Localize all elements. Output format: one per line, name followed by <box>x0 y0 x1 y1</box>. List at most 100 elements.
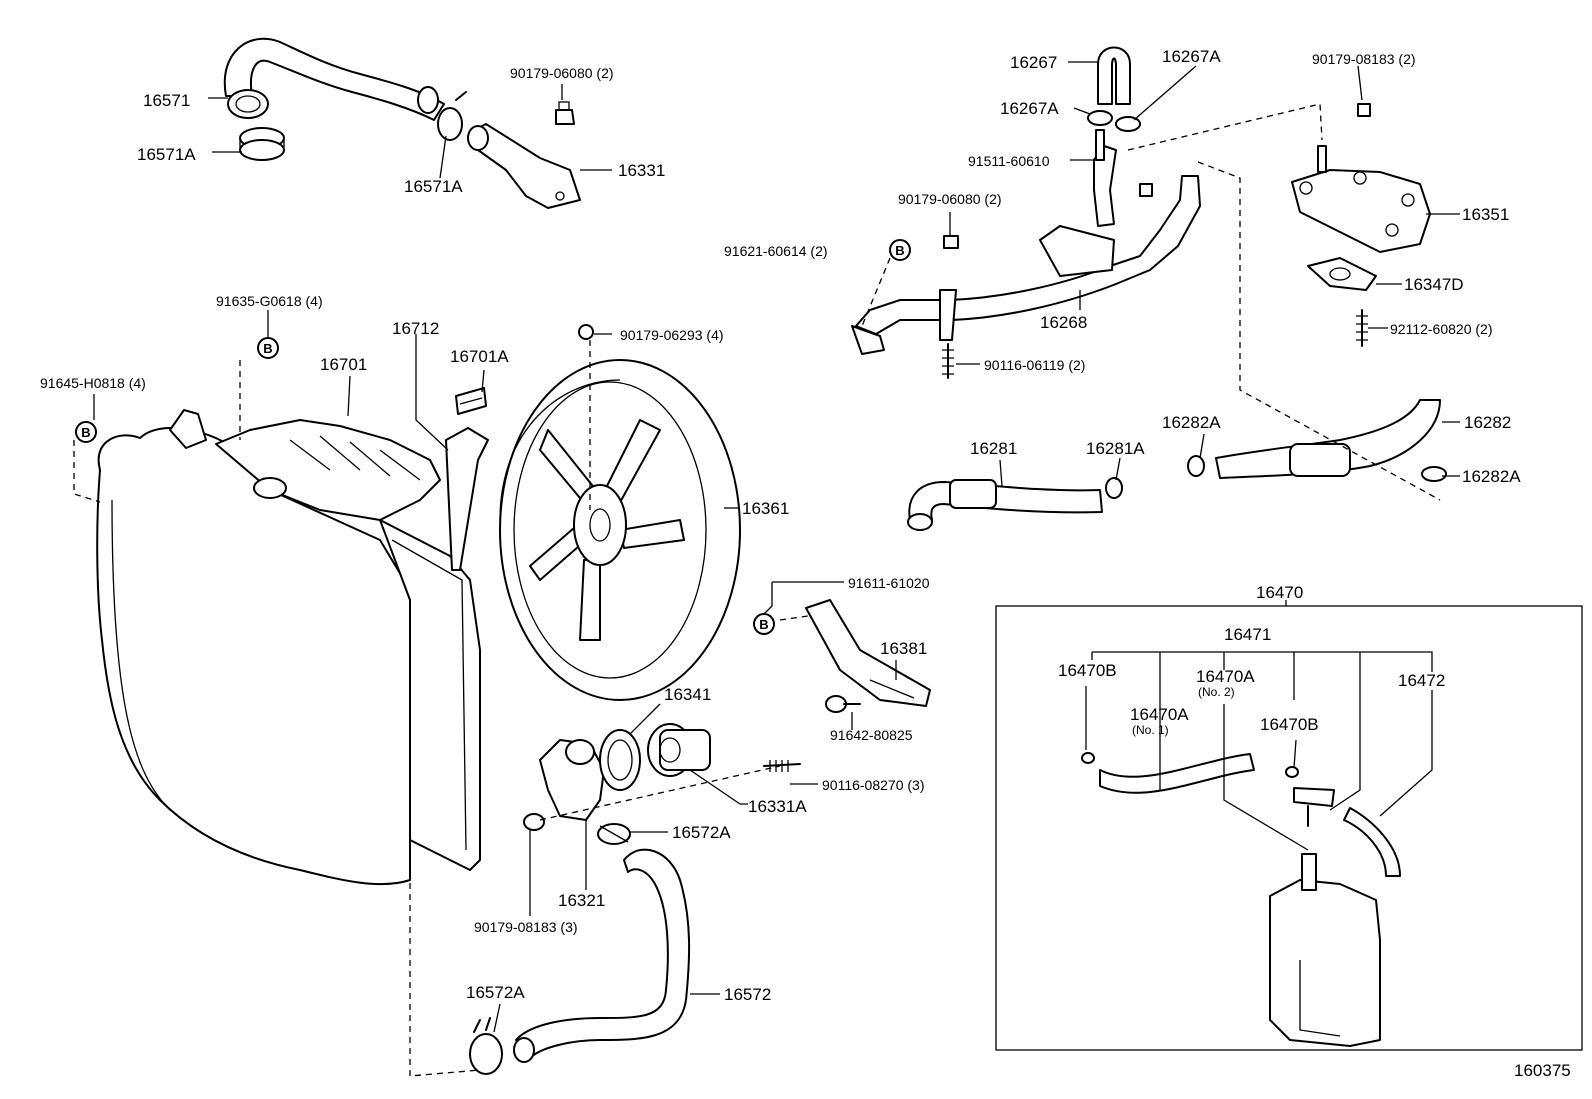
label-16571A-mid: 16571A <box>404 177 463 196</box>
hose-clamp-16571A-left <box>239 127 285 161</box>
gasket-16341 <box>599 729 641 791</box>
water-inlet-16321 <box>539 739 605 821</box>
marker-b-91635: B <box>257 337 279 359</box>
leader-lines <box>93 61 1460 1033</box>
label-90116-06119: 90116-06119 (2) <box>984 357 1085 373</box>
water-outlet-housing-16351 <box>1291 145 1431 253</box>
radiator-upper-tank-16701 <box>169 409 441 521</box>
label-16282A-top: 16282A <box>1162 413 1221 432</box>
label-16701A: 16701A <box>450 347 509 366</box>
label-16267A-top: 16267A <box>1162 47 1221 66</box>
label-91642-80825: 91642-80825 <box>830 727 913 743</box>
water-outlet-16331 <box>467 123 581 209</box>
hose-clamp-16572A-bottom <box>469 1017 503 1075</box>
part-labels: 16571 16571A 16571A 90179-06080 (2) 1633… <box>40 47 1571 1080</box>
label-16472: 16472 <box>1398 671 1445 690</box>
label-16470A-no2-note: (No. 2) <box>1198 685 1235 699</box>
label-91511-60610: 91511-60610 <box>968 153 1050 169</box>
label-16341: 16341 <box>664 685 711 704</box>
reservoir-cap-valve <box>1293 787 1335 827</box>
label-90179-06080-top: 90179-06080 (2) <box>510 65 614 81</box>
label-16281A: 16281A <box>1086 439 1145 458</box>
stud-90116-06119 <box>942 343 954 379</box>
union-91511-60610 <box>1095 129 1105 161</box>
label-92112-60820: 92112-60820 (2) <box>1390 321 1492 337</box>
reservoir-hose-16472 <box>1343 807 1401 877</box>
hose-clamp-16282A-top <box>1187 455 1205 477</box>
marker-b-91621-text: B <box>895 243 904 258</box>
label-16282: 16282 <box>1464 413 1511 432</box>
marker-b-91621: B <box>889 239 911 261</box>
label-91611-61020: 91611-61020 <box>848 575 930 591</box>
radiator-shroud-16712 <box>379 427 489 871</box>
hose-clamp-16571A-mid <box>437 91 467 141</box>
label-91645-H0818: 91645-H0818 (4) <box>40 375 146 391</box>
hose-clamp-16267A-right <box>1115 116 1141 132</box>
hose-clamp-16281A <box>1105 477 1123 499</box>
heater-hose-16281 <box>907 479 1103 531</box>
label-16572A-mid: 16572A <box>672 823 731 842</box>
gasket-16347D <box>1307 257 1377 291</box>
label-90179-06293: 90179-06293 (4) <box>620 327 724 343</box>
bolt-91642-80825 <box>825 695 861 713</box>
marker-b-91611: B <box>753 613 775 635</box>
label-16571: 16571 <box>143 91 190 110</box>
nut-90179-06080-top <box>555 101 575 125</box>
bolt-90179-08183-bottom <box>523 813 545 831</box>
heater-hose-16282 <box>1215 399 1441 479</box>
label-90179-08183-bottom: 90179-08183 (3) <box>474 919 578 935</box>
label-16281: 16281 <box>970 439 1017 458</box>
label-16470A-no1-note: (No. 1) <box>1132 723 1169 737</box>
label-16321: 16321 <box>558 891 605 910</box>
label-16701: 16701 <box>320 355 367 374</box>
diagram-code: 160375 <box>1514 1061 1571 1080</box>
radiator-core <box>96 427 411 886</box>
label-90179-08183-top: 90179-08183 (2) <box>1312 51 1416 67</box>
label-16572: 16572 <box>724 985 771 1004</box>
hose-clamp-16572A-mid <box>597 823 631 845</box>
label-16470: 16470 <box>1256 583 1303 602</box>
bolt-90179-06080-mid <box>943 235 959 249</box>
label-16347D: 16347D <box>1404 275 1464 294</box>
upper-radiator-hose-16571 <box>223 37 445 121</box>
reservoir-hose-no1 <box>1099 753 1255 794</box>
label-16351: 16351 <box>1462 205 1509 224</box>
label-91635-G0618: 91635-G0618 (4) <box>216 293 323 309</box>
clips-16470B <box>1081 752 1299 778</box>
label-16267: 16267 <box>1010 53 1057 72</box>
stud-90116-08270 <box>763 760 801 772</box>
label-16470B-right: 16470B <box>1260 715 1319 734</box>
bypass-hose-16267 <box>1097 46 1131 105</box>
marker-b-91645-text: B <box>81 425 90 440</box>
bolt-91511-small <box>1139 183 1153 197</box>
label-16470A-no2: 16470A <box>1196 667 1255 686</box>
reservoir-tank-16470 <box>1269 853 1381 1047</box>
thermostat-16331A <box>647 723 711 777</box>
lower-radiator-hose-16572 <box>513 848 691 1063</box>
label-91621-60614: 91621-60614 (2) <box>724 243 828 259</box>
hose-clamp-16282A-right <box>1421 466 1447 482</box>
label-16267A-left: 16267A <box>1000 99 1059 118</box>
marker-b-91635-text: B <box>263 341 272 356</box>
reservoir-inset-frame <box>995 605 1583 1051</box>
label-16470A-no1: 16470A <box>1130 705 1189 724</box>
label-16361: 16361 <box>742 499 789 518</box>
label-16331: 16331 <box>618 161 665 180</box>
fan-blades <box>529 419 685 641</box>
stud-92112-60820 <box>1356 309 1368 347</box>
bolt-90179-06293 <box>578 324 594 340</box>
dashed-reference-lines <box>73 103 1441 1077</box>
marker-b-91611-text: B <box>759 617 768 632</box>
label-16571A-left: 16571A <box>137 145 196 164</box>
label-16471: 16471 <box>1224 625 1271 644</box>
label-16331A: 16331A <box>748 797 807 816</box>
label-16470B-left: 16470B <box>1058 661 1117 680</box>
label-16381: 16381 <box>880 639 927 658</box>
label-16282A-right: 16282A <box>1462 467 1521 486</box>
bracket-16381 <box>805 599 931 707</box>
label-90179-06080-mid: 90179-06080 (2) <box>898 191 1002 207</box>
label-16268: 16268 <box>1040 313 1087 332</box>
marker-b-91645: B <box>75 421 97 443</box>
hose-clamp-16267A-left <box>1087 110 1113 126</box>
